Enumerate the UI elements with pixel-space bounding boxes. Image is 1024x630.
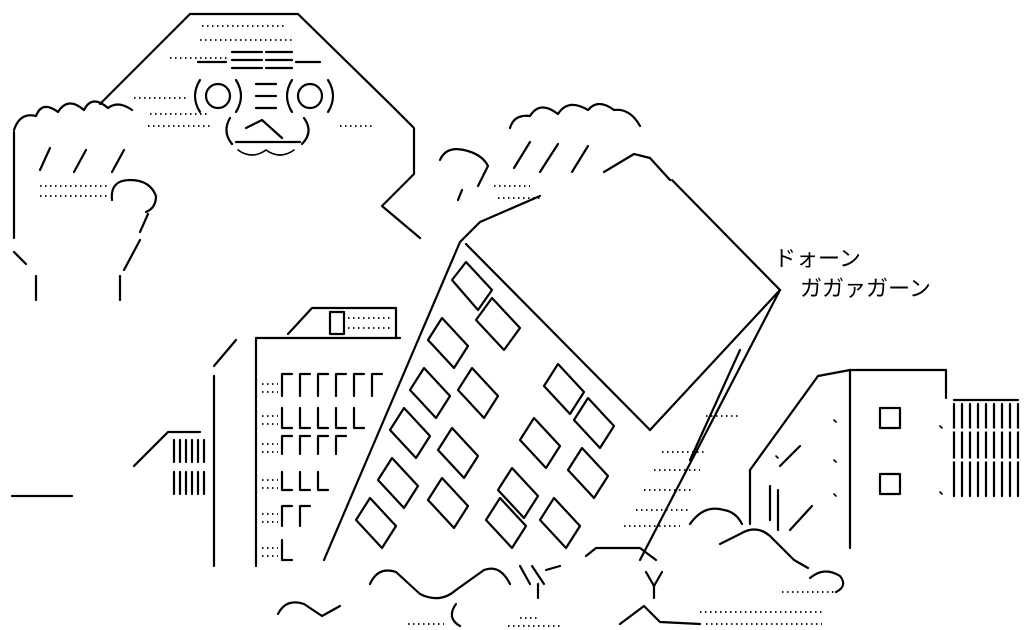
right-building-window-1 [878, 406, 902, 430]
right-hand-knuckles [508, 102, 642, 130]
right-building-window-2 [878, 472, 902, 496]
left-hand-knuckles [12, 100, 134, 132]
right-hand [438, 102, 672, 202]
right-striped-building [952, 398, 1020, 498]
cloud-center-left [368, 567, 512, 600]
head-outline-left [98, 12, 192, 106]
left-hand [12, 100, 158, 302]
sfx-line-2: ガガァガーン [800, 277, 931, 302]
giant-figure [98, 12, 422, 240]
eye-left-bracket-open [193, 78, 202, 114]
left-building-windows [280, 372, 384, 562]
head-outline-right [188, 12, 422, 240]
left-small-building-stripes [172, 438, 206, 496]
dust-clouds [276, 507, 845, 628]
tilted-windows [354, 260, 616, 550]
tilted-building [322, 178, 782, 562]
building-left-edge [322, 240, 462, 562]
eye-left [204, 82, 232, 110]
right-building [748, 368, 1020, 550]
sound-effect-text: ドォーン ガガァガーン [774, 247, 931, 302]
sfx-line-1: ドォーン [774, 247, 861, 272]
left-building [10, 306, 402, 568]
eye-right [296, 82, 324, 110]
roof-right-edge [648, 178, 782, 432]
